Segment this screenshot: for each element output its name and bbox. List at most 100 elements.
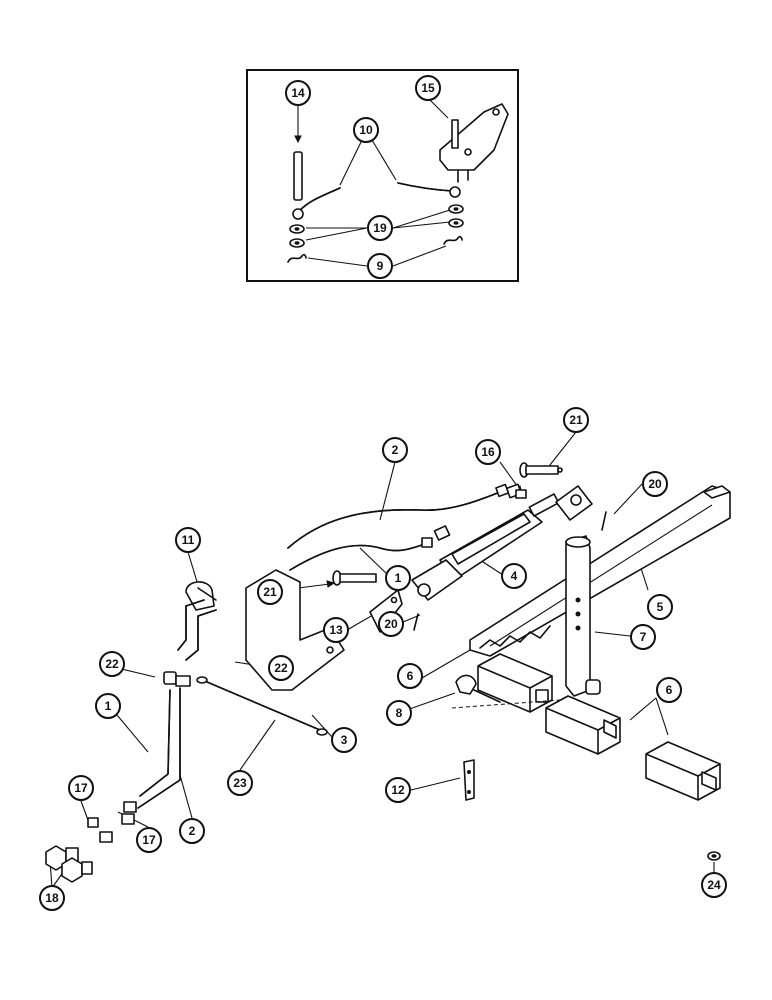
fitting-part-16 <box>505 483 527 499</box>
callout-c20b: 20 <box>378 611 404 637</box>
callout-number: 21 <box>263 585 277 599</box>
callout-circle <box>386 700 412 726</box>
callout-circle <box>563 407 589 433</box>
callout-number: 17 <box>74 781 88 795</box>
beam-part-5 <box>469 485 731 657</box>
callout-c9: 9 <box>367 253 393 279</box>
callout-circle <box>367 253 393 279</box>
callout-number: 14 <box>291 86 305 100</box>
callout-c14: 14 <box>285 80 311 106</box>
callout-circle <box>501 563 527 589</box>
inset-detail <box>246 69 519 282</box>
tubes-part-6 <box>477 653 721 801</box>
clips-part-9 <box>287 235 463 263</box>
callout-c13: 13 <box>323 617 349 643</box>
callout-number: 2 <box>392 443 399 457</box>
callout-number: 20 <box>384 617 398 631</box>
callout-circle <box>475 439 501 465</box>
callout-c3: 3 <box>331 727 357 753</box>
callout-circle <box>415 75 441 101</box>
callout-number: 1 <box>395 571 402 585</box>
callout-circle <box>385 565 411 591</box>
callout-number: 7 <box>640 630 647 644</box>
callout-number: 18 <box>45 891 59 905</box>
callout-circle <box>397 663 423 689</box>
strap-part-12 <box>463 759 475 801</box>
cable-part-10 <box>292 182 461 220</box>
callout-number: 15 <box>421 81 435 95</box>
callout-circle <box>378 611 404 637</box>
callout-circle <box>701 872 727 898</box>
callout-c10: 10 <box>353 117 379 143</box>
callout-circle <box>647 594 673 620</box>
pipes-part-1-2-lower <box>137 599 217 809</box>
callout-number: 1 <box>105 699 112 713</box>
callout-c16: 16 <box>475 439 501 465</box>
callout-circle <box>323 617 349 643</box>
callout-c22a: 22 <box>99 651 125 677</box>
callout-c19: 19 <box>367 215 393 241</box>
callout-circle <box>331 727 357 753</box>
callout-c2a: 2 <box>382 437 408 463</box>
callout-number: 22 <box>105 657 119 671</box>
callout-number: 21 <box>569 413 583 427</box>
callout-circle <box>175 527 201 553</box>
upright-part-7 <box>565 535 601 697</box>
cylinder-part-4 <box>411 485 593 601</box>
callout-number: 12 <box>391 783 405 797</box>
callout-c22b: 22 <box>268 655 294 681</box>
callout-c1a: 1 <box>385 565 411 591</box>
callout-circle <box>68 775 94 801</box>
hose-part-2-upper <box>287 483 510 549</box>
callout-c12: 12 <box>385 777 411 803</box>
callout-c4: 4 <box>501 563 527 589</box>
nut-part-24 <box>707 851 721 861</box>
callout-circle <box>656 677 682 703</box>
callout-circle <box>367 215 393 241</box>
callout-c1b: 1 <box>95 693 121 719</box>
callout-circle <box>630 624 656 650</box>
pin-part-8 <box>455 674 501 703</box>
main-assembly <box>45 431 731 889</box>
bracket-part-13 <box>369 589 403 633</box>
callout-circle <box>99 651 125 677</box>
callout-c15: 15 <box>415 75 441 101</box>
callout-number: 10 <box>359 123 373 137</box>
clamps-part-22 <box>163 671 191 687</box>
callout-number: 3 <box>341 733 348 747</box>
callout-c6b: 6 <box>656 677 682 703</box>
callout-number: 19 <box>373 221 387 235</box>
callout-c18: 18 <box>39 885 65 911</box>
callout-number: 13 <box>329 623 343 637</box>
callout-c17a: 17 <box>68 775 94 801</box>
callout-circle <box>136 827 162 853</box>
callout-c7: 7 <box>630 624 656 650</box>
callout-number: 20 <box>648 477 662 491</box>
callout-number: 22 <box>274 661 288 675</box>
callout-c11: 11 <box>175 527 201 553</box>
callout-number: 24 <box>707 878 721 892</box>
cotter-part-20 <box>413 511 607 631</box>
callout-c2b: 2 <box>179 818 205 844</box>
hose-part-1-upper <box>289 525 451 571</box>
callout-number: 17 <box>142 833 156 847</box>
pin-part-21-lower <box>332 570 377 586</box>
callout-number: 16 <box>481 445 495 459</box>
pin-part-14 <box>293 151 303 201</box>
callout-number: 23 <box>233 776 247 790</box>
callout-circle <box>642 471 668 497</box>
callout-number: 2 <box>189 824 196 838</box>
bracket-part-15 <box>439 103 509 183</box>
callout-circle <box>257 579 283 605</box>
callout-c5: 5 <box>647 594 673 620</box>
callout-c21a: 21 <box>563 407 589 433</box>
callout-circle <box>179 818 205 844</box>
clamp-part-11 <box>185 581 217 611</box>
callout-c23: 23 <box>227 770 253 796</box>
washers-part-19 <box>289 204 464 248</box>
callout-number: 4 <box>511 569 518 583</box>
callout-circle <box>353 117 379 143</box>
inset-frame <box>246 69 519 282</box>
callout-circle <box>285 80 311 106</box>
